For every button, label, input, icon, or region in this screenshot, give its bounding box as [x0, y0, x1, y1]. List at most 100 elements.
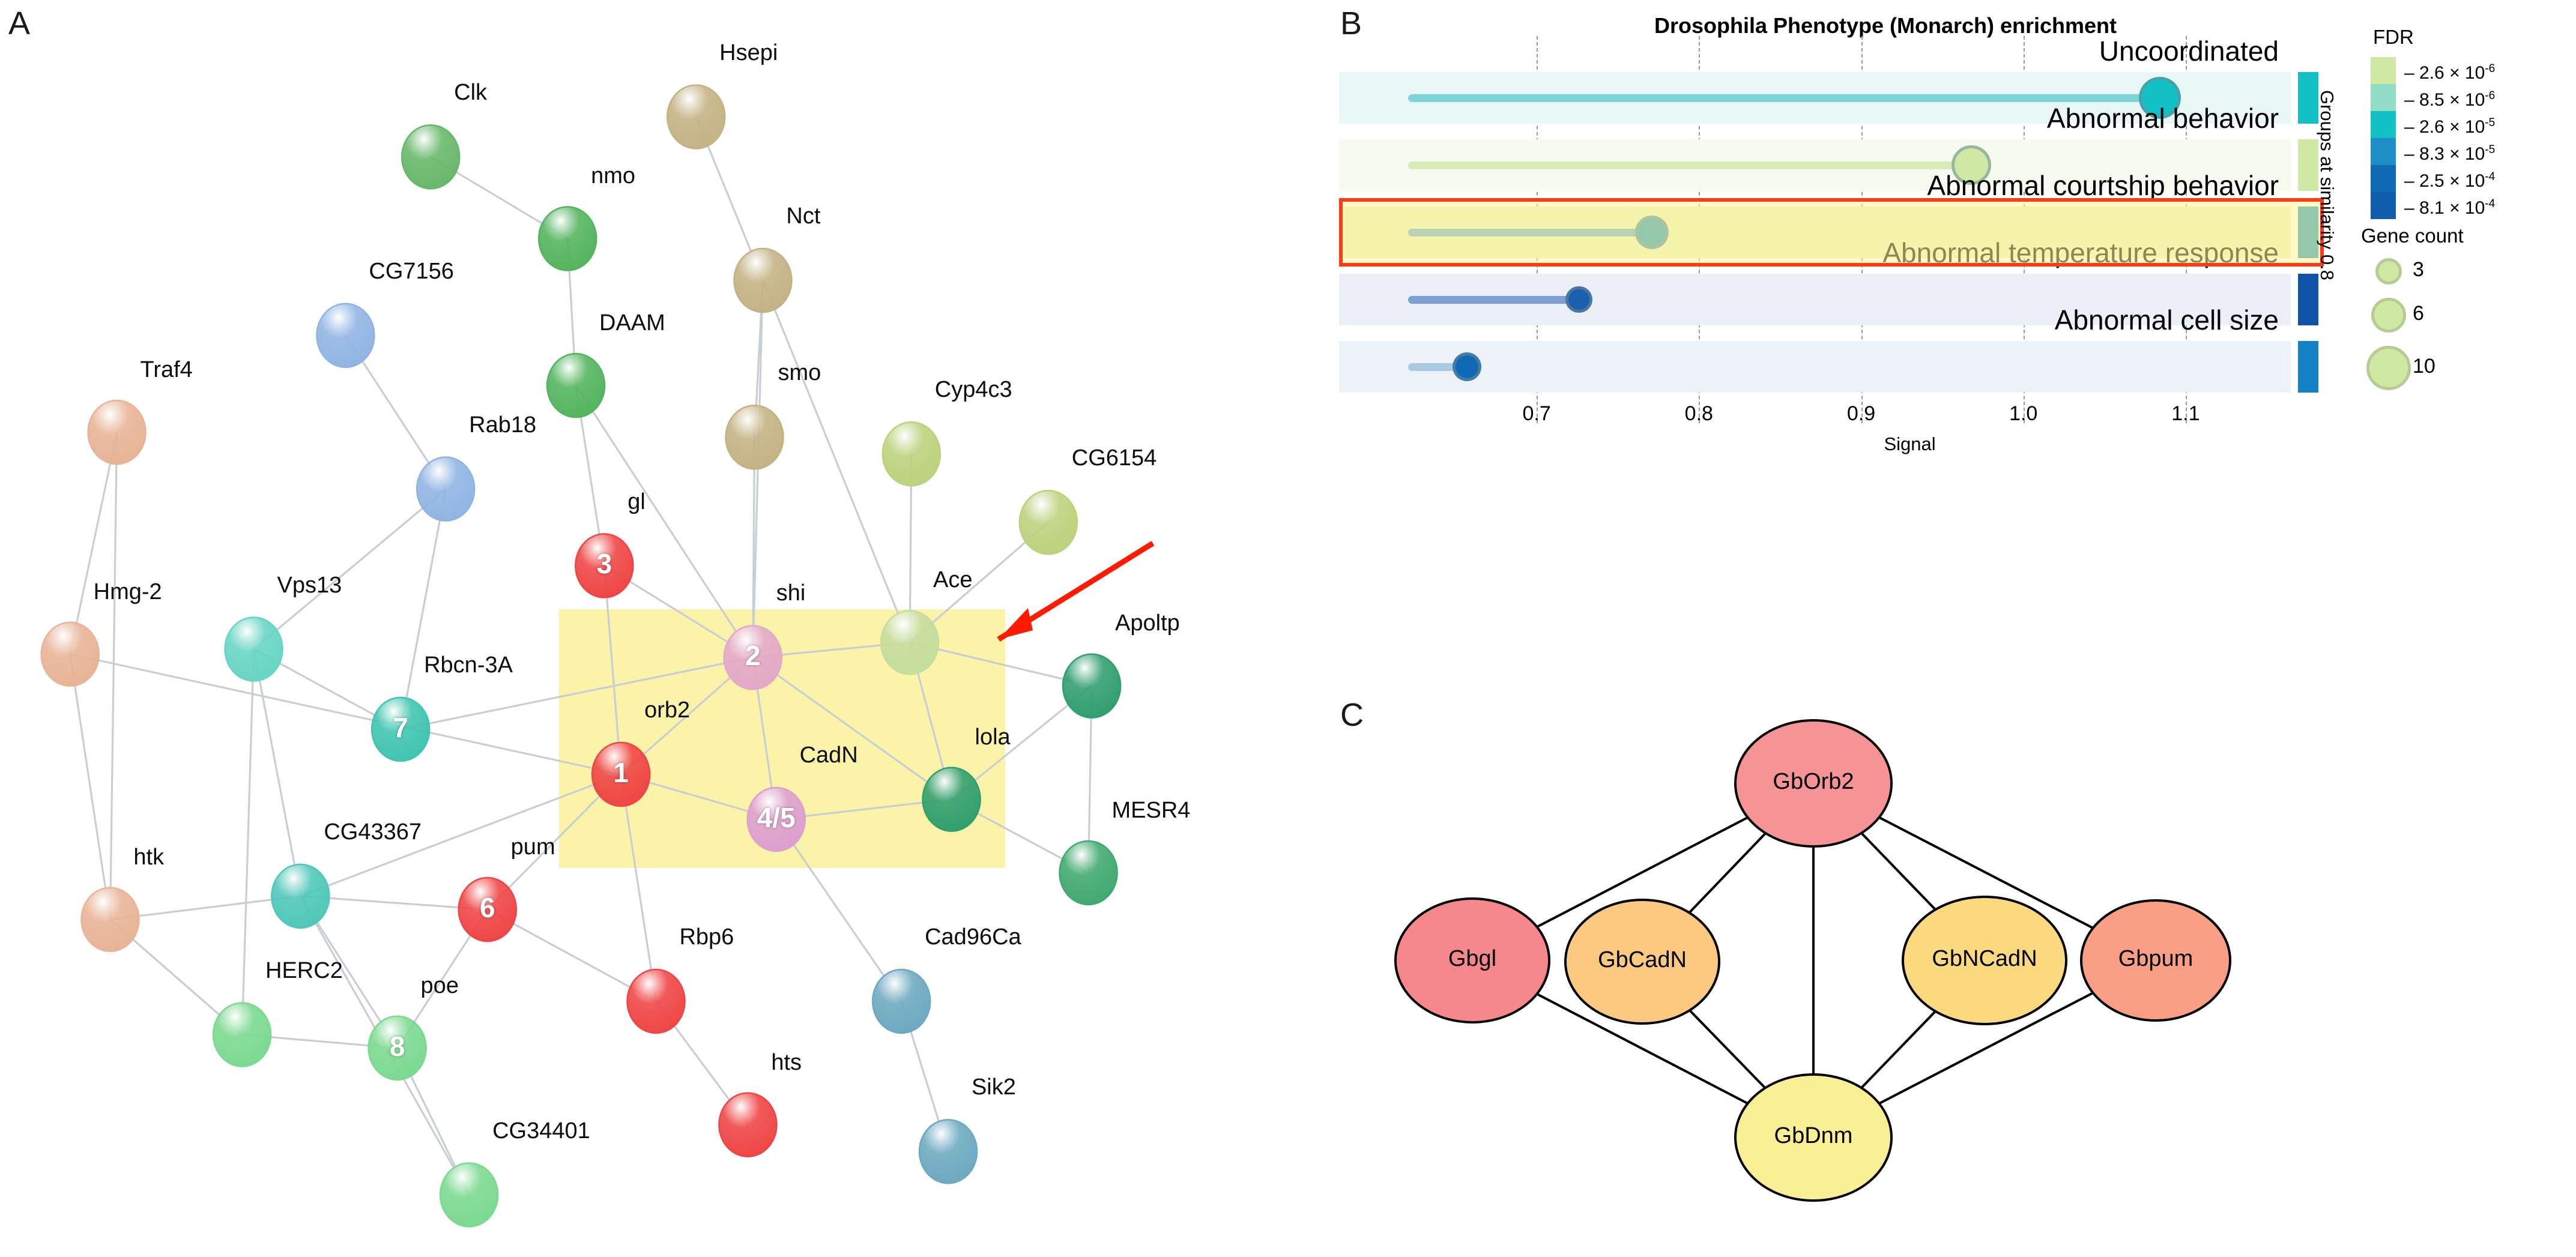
network-edge	[399, 489, 447, 730]
network-node	[723, 625, 783, 690]
similarity-group-bar	[2298, 274, 2318, 325]
network-node	[626, 968, 686, 1034]
x-tick-label: 0.8	[1684, 402, 1713, 425]
similarity-group-bar	[2298, 72, 2318, 124]
x-tick-label: 0.7	[1522, 402, 1551, 425]
network-edge	[300, 895, 488, 911]
network-node	[40, 621, 100, 687]
network-node	[918, 1118, 978, 1184]
network-edge	[575, 385, 754, 659]
fdr-tick-label: – 8.5 × 10-6	[2404, 89, 2496, 110]
network-edge	[761, 280, 911, 643]
network-edge	[620, 774, 658, 1002]
network-node	[733, 247, 793, 313]
node-label-rab18: Rab18	[469, 412, 537, 438]
fdr-color-swatch	[2371, 84, 2396, 111]
gene-count-legend-label: 6	[2413, 302, 2424, 325]
network-node	[725, 405, 784, 470]
ortholog-node	[1734, 1073, 1893, 1202]
node-label-smo: smo	[778, 360, 821, 386]
node-label-nmo: nmo	[591, 163, 636, 189]
node-label-cg43367: CG43367	[324, 819, 422, 845]
network-edge	[253, 488, 447, 650]
network-node	[546, 352, 606, 418]
callout-arrow-head	[999, 608, 1033, 639]
node-label-daam: DAAM	[599, 310, 665, 336]
lollipop-stem	[1408, 296, 1579, 304]
network-node	[880, 610, 940, 675]
ortholog-node	[1564, 899, 1720, 1025]
node-label-cg34401: CG34401	[492, 1118, 590, 1144]
network-node	[746, 786, 806, 852]
node-label-nct: Nct	[786, 203, 821, 229]
network-node	[537, 206, 597, 271]
similarity-group-bar	[2298, 341, 2318, 393]
node-label-cad96ca: Cad96Ca	[925, 924, 1021, 950]
node-label-lola: lola	[975, 724, 1011, 750]
network-edge	[400, 656, 754, 731]
node-label-hsepi: Hsepi	[719, 40, 778, 65]
fdr-color-swatch	[2371, 165, 2396, 192]
node-label-mesr4: MESR4	[1111, 797, 1191, 823]
fdr-color-swatch	[2371, 57, 2396, 84]
panel-c-letter: C	[1340, 697, 1364, 733]
network-edge	[752, 657, 952, 800]
gene-count-size-circle	[2375, 258, 2402, 285]
network-edge	[752, 437, 756, 658]
node-label-hmg-2: Hmg-2	[93, 579, 162, 604]
node-label-cyp4c3: Cyp4c3	[934, 377, 1012, 403]
network-node	[224, 616, 283, 682]
node-label-htk: htk	[133, 844, 165, 870]
network-edge	[110, 895, 301, 921]
node-label-traf4: Traf4	[140, 357, 193, 382]
node-label-vps13: Vps13	[277, 572, 342, 598]
gene-count-legend-label: 3	[2413, 258, 2424, 281]
fdr-tick-label: – 2.5 × 10-4	[2404, 170, 2496, 191]
gene-count-size-circle	[2366, 346, 2411, 390]
network-edge	[486, 773, 622, 911]
network-edge	[69, 654, 112, 920]
node-label-sik2: Sik2	[971, 1075, 1016, 1100]
lollipop-dot[interactable]	[2138, 77, 2181, 119]
node-label-pum: pum	[510, 834, 555, 860]
node-label-poe: poe	[420, 972, 459, 998]
chart-row-band	[1339, 341, 2291, 393]
highlight-row-outline	[1339, 198, 2324, 267]
network-node	[316, 303, 375, 369]
node-label-orb2: orb2	[644, 698, 691, 723]
lollipop-stem	[1408, 161, 1972, 169]
node-label-gl: gl	[627, 489, 646, 514]
network-node	[416, 456, 476, 522]
lollipop-stem	[1408, 94, 2160, 102]
node-label-rbp6: Rbp6	[679, 924, 734, 950]
lollipop-dot[interactable]	[1452, 352, 1482, 382]
ortholog-node	[1902, 896, 2067, 1025]
node-label-shi: shi	[776, 580, 806, 606]
network-node	[881, 421, 942, 487]
x-tick-label: 1.1	[2171, 402, 2200, 425]
network-edge	[109, 432, 118, 920]
lollipop-dot[interactable]	[1565, 286, 1592, 313]
network-node	[439, 1162, 499, 1228]
network-edge	[486, 908, 657, 1002]
lollipop-dot[interactable]	[1952, 145, 1992, 185]
node-label-rbcn-3a: Rbcn-3A	[424, 652, 513, 678]
network-node	[922, 767, 981, 832]
network-node	[458, 876, 518, 942]
network-node	[80, 887, 140, 953]
chart-row-label: Abnormal cell size	[2054, 304, 2279, 336]
y-axis-title: Groups at similarity 0.8	[2317, 90, 2338, 280]
x-axis-title: Signal	[1884, 433, 1936, 454]
network-node	[271, 863, 330, 929]
fdr-color-swatch	[2371, 138, 2396, 165]
fdr-tick-label: – 8.1 × 10-4	[2404, 197, 2496, 218]
network-edge	[241, 649, 255, 1035]
network-edge	[300, 773, 621, 897]
node-label-ace: Ace	[933, 567, 973, 593]
network-node	[367, 1015, 427, 1081]
ortholog-graph-svg	[1394, 719, 2231, 1202]
network-edge	[69, 432, 118, 655]
gene-count-legend-title: Gene count	[2361, 225, 2464, 247]
network-edge	[775, 819, 903, 1002]
network-graph-svg	[40, 84, 1155, 1228]
